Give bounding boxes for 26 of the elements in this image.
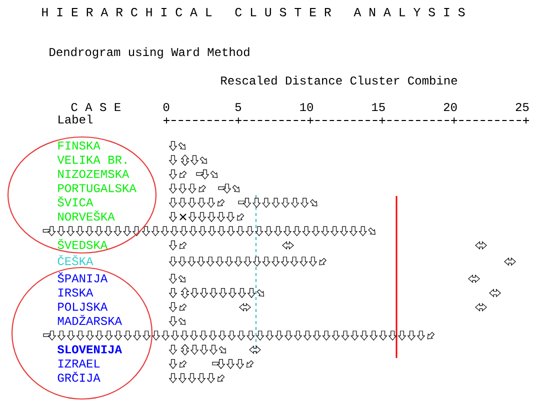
column-heading: Label bbox=[58, 114, 93, 124]
country-label: IZRAEL bbox=[58, 360, 100, 368]
country-label: ŠVEDSKA bbox=[58, 238, 108, 250]
axis-title: Rescaled Distance Cluster Combine bbox=[221, 76, 457, 85]
country-label: IRSKA bbox=[58, 288, 94, 297]
column-heading: C A S E bbox=[71, 102, 120, 112]
tick-label: 15 bbox=[372, 103, 385, 112]
country-label: VELIKA BR. bbox=[57, 156, 126, 164]
country-label: NORVEŠKA bbox=[58, 210, 115, 221]
country-label: ŠVICA bbox=[58, 196, 94, 206]
country-label: GRČIJA bbox=[58, 372, 100, 382]
tick-label: 10 bbox=[300, 102, 313, 112]
country-label: SLOVENIJA bbox=[57, 345, 122, 354]
country-label: POLJSKA bbox=[58, 302, 108, 311]
tick-label: 0 bbox=[163, 102, 170, 112]
country-label: MADŽARSKA bbox=[58, 314, 122, 326]
country-label: ŠPANIJA bbox=[58, 272, 108, 282]
tick-label: 20 bbox=[444, 102, 457, 112]
country-label: NIZOZEMSKA bbox=[58, 170, 130, 178]
tick-label: 5 bbox=[235, 103, 242, 112]
subtitle: Dendrogram using Ward Method bbox=[50, 47, 250, 58]
country-label: ČEŠKA bbox=[58, 255, 94, 266]
title: H I E R A R C H I C A L C L U S T E R A N A L Y S I S bbox=[42, 8, 465, 16]
country-label: PORTUGALSKA bbox=[58, 184, 136, 192]
tick-label: 25 bbox=[516, 102, 529, 112]
country-label: FINSKA bbox=[58, 141, 100, 150]
